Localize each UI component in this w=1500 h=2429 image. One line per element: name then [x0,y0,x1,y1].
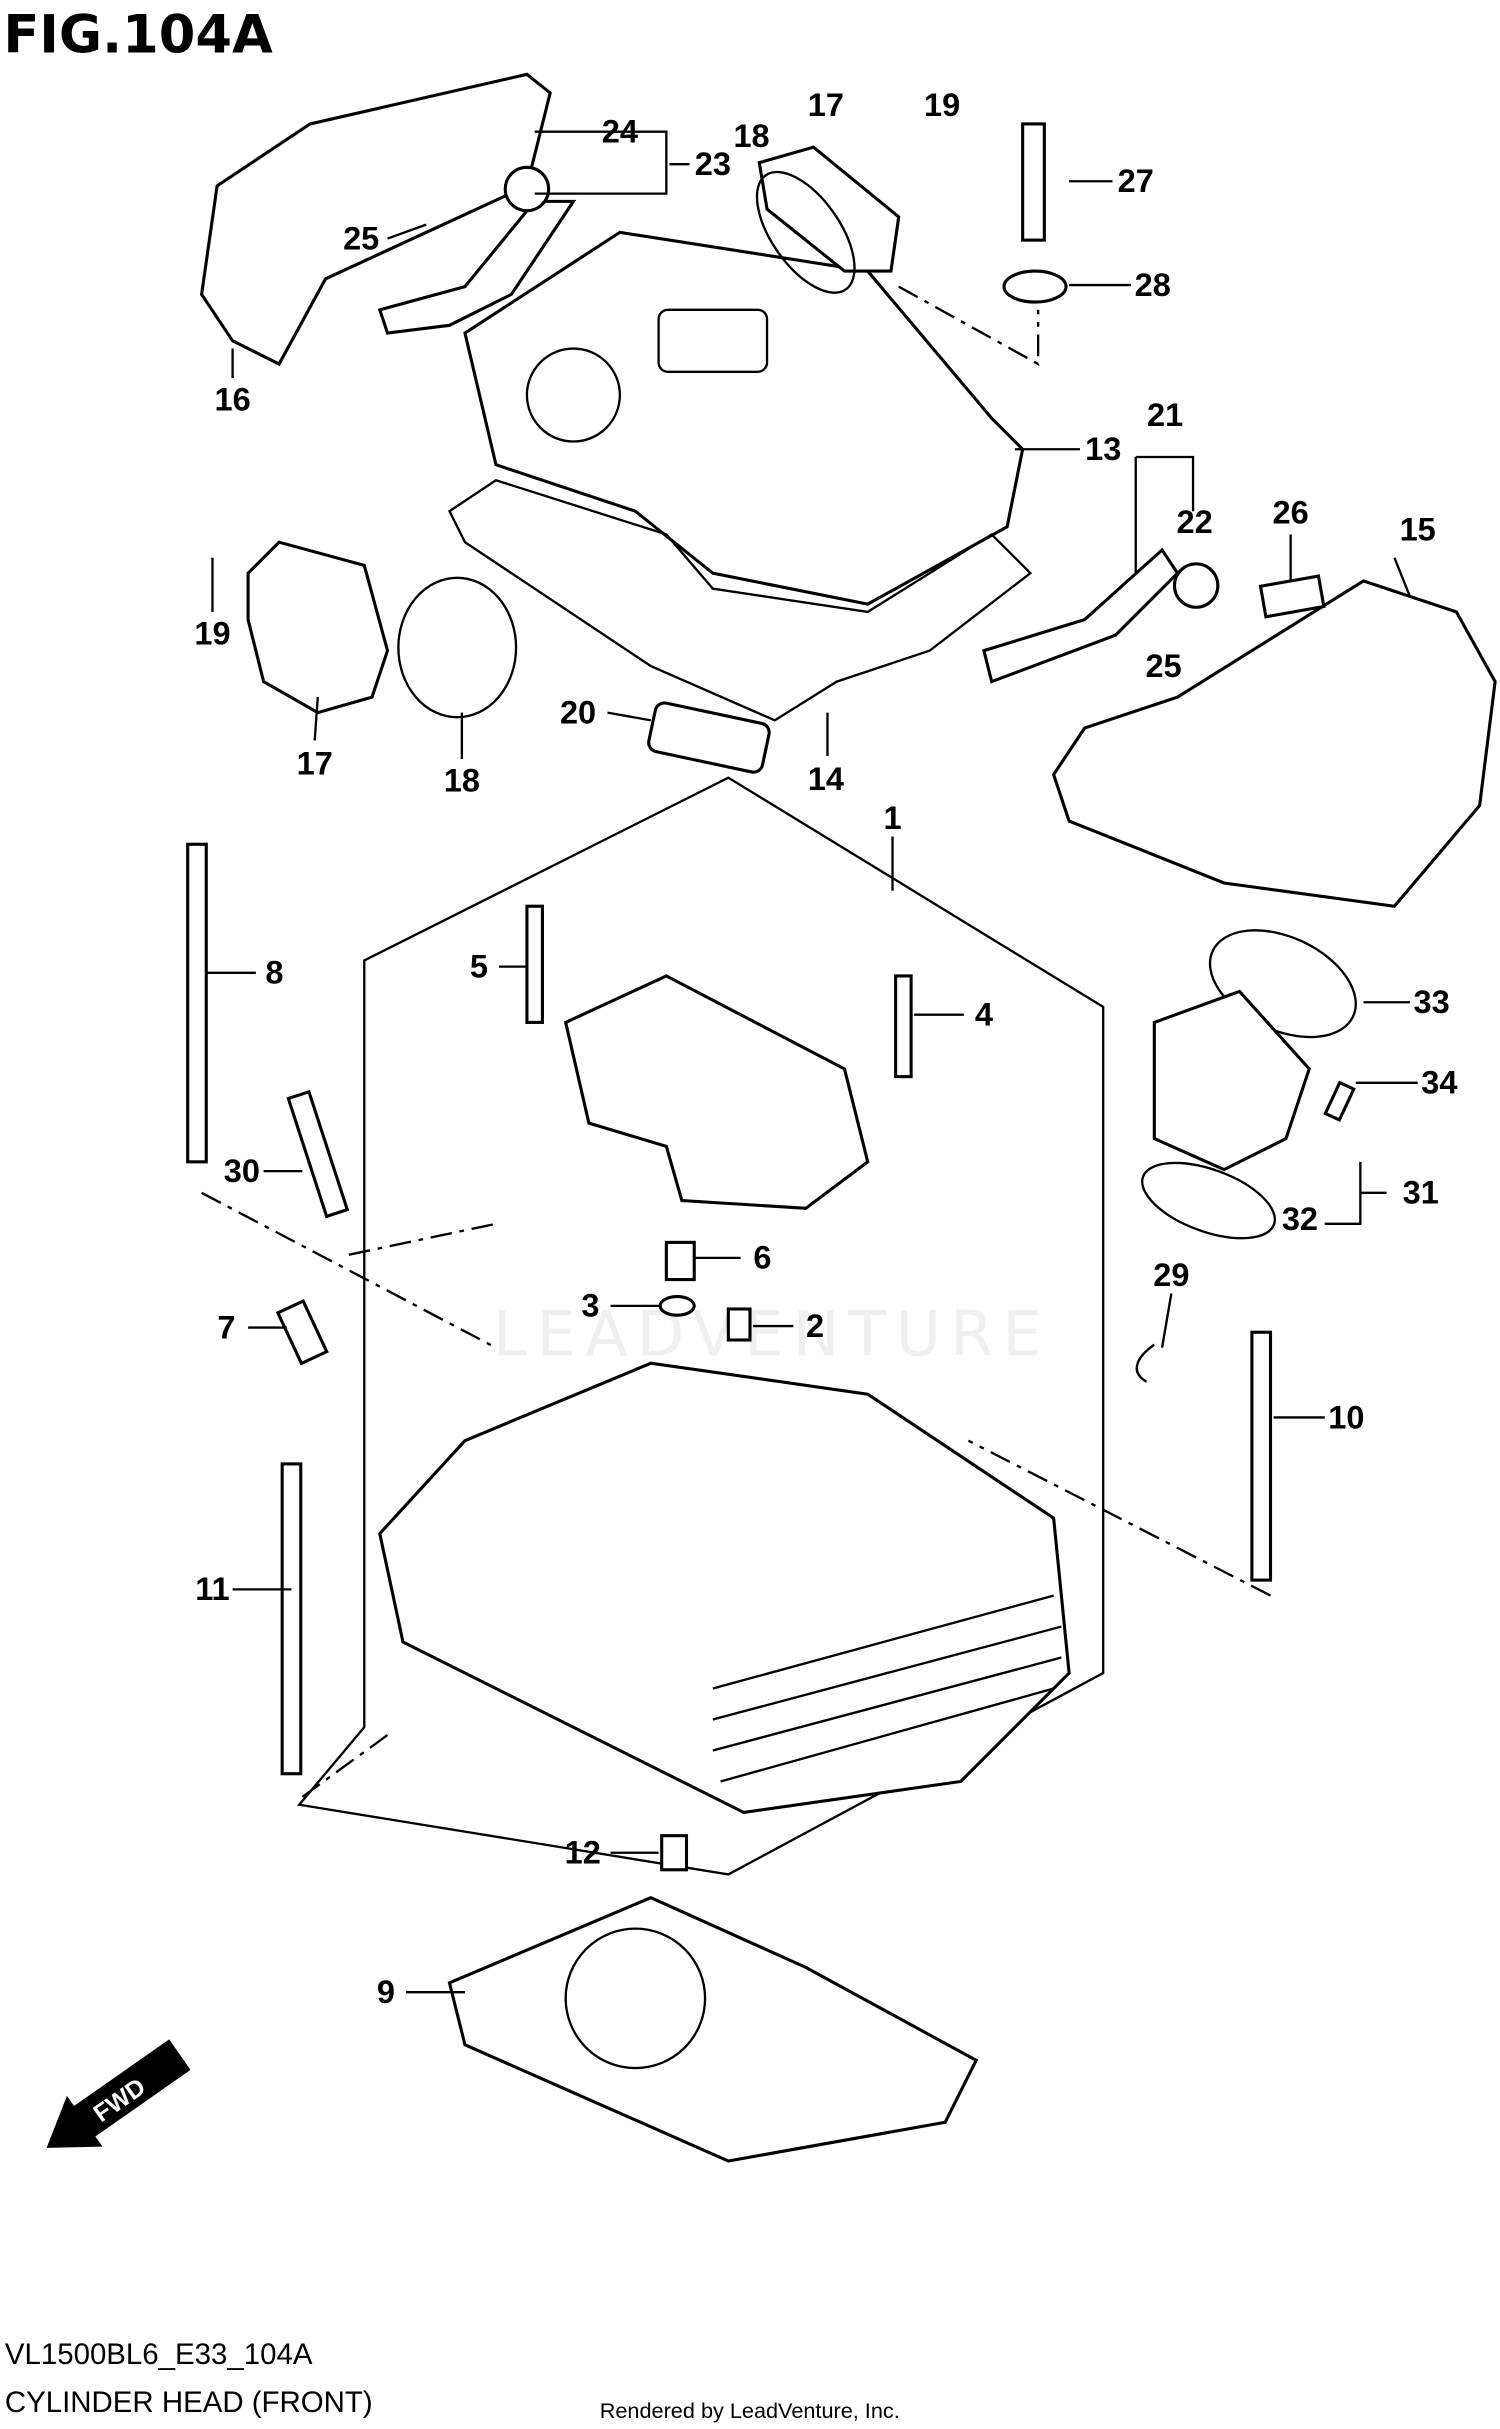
figure-title: FIG.104A [3,5,273,66]
part-9-bore [564,1927,707,2070]
callout-11: 11 [195,1571,229,1607]
credit-text: Rendered by LeadVenture, Inc. [600,2398,900,2423]
callout-25b: 25 [1146,648,1182,684]
part-16-side-cover [199,72,552,367]
part-18-oring-left [397,576,518,719]
part-13-port [525,347,622,443]
callout-19b: 19 [194,615,230,651]
callout-1: 1 [883,800,901,836]
callout-27: 27 [1118,163,1154,199]
figure-code: VL1500BL6_E33_104A [5,2338,313,2371]
callout-9: 9 [377,1974,395,2010]
part-17-cap-top [757,145,901,273]
part-11-bolt [280,1462,303,1776]
callout-34: 34 [1421,1065,1457,1101]
callout-32: 32 [1282,1201,1318,1237]
callout-10: 10 [1328,1399,1364,1435]
callout-17: 17 [808,87,844,123]
callout-26: 26 [1273,495,1309,531]
callout-14: 14 [808,761,844,797]
part-5-bolt [525,904,544,1024]
part-15-side-cover [1051,579,1497,908]
callout-18: 18 [733,118,769,154]
callout-24: 24 [602,114,638,150]
part-17-cap-left [246,540,390,715]
callout-15: 15 [1400,512,1436,548]
part-10-bolt [1250,1330,1273,1582]
callout-16: 16 [215,382,251,418]
callout-23: 23 [695,146,731,182]
part-14-gasket [447,478,1033,722]
part-24-grommet [503,165,551,213]
callout-7: 7 [217,1309,235,1345]
callout-6: 6 [753,1240,771,1276]
part-13-head-cover [463,230,1025,606]
callout-2: 2 [806,1308,824,1344]
part-7-insert [275,1299,329,1366]
part-23-bracket [377,199,577,335]
callout-12: 12 [565,1835,601,1871]
part-6-dowel [664,1240,696,1282]
callout-33: 33 [1414,984,1450,1020]
callout-21: 21 [1147,397,1183,433]
part-28-washer [1002,269,1068,304]
part-20-seal [647,701,771,774]
callout-4: 4 [975,997,993,1033]
figure-caption: CYLINDER HEAD (FRONT) [5,2386,373,2419]
leader-lines [201,130,1418,1994]
cooling-fins [712,1594,1062,1783]
part-3-oring [658,1295,696,1317]
part-26-pad [1258,574,1326,619]
part-8-bolt [186,842,208,1164]
callout-3: 3 [581,1288,599,1324]
watermark: LEADVENTURE [493,1297,1051,1370]
part-4-bolt [894,974,913,1079]
cam-holder [563,974,870,1210]
part-13-window [657,308,769,373]
part-31-intake-pipe [1152,989,1311,1172]
callout-22: 22 [1177,504,1213,540]
part-22-grommet [1172,562,1220,609]
callout-25: 25 [343,220,379,256]
part-32-oring [1141,1161,1277,1240]
callout-17b: 17 [297,746,333,782]
callout-28: 28 [1135,267,1171,303]
callout-30: 30 [224,1153,260,1189]
part-9-head-gasket [447,1895,979,2163]
callout-19: 19 [924,87,960,123]
part-12-dowel [660,1834,689,1872]
part-27-bolt [1021,122,1046,242]
part-1-cylinder-head [378,1361,1071,1815]
callout-31: 31 [1403,1175,1439,1211]
callout-29: 29 [1153,1257,1189,1293]
callout-labels: 24 23 18 17 19 27 28 25 16 13 21 22 26 1… [194,87,1457,2010]
callout-8: 8 [265,955,283,991]
part-29-clip [1135,1343,1155,1383]
part-30-spark-plug [286,1089,350,1219]
callout-20: 20 [560,694,596,730]
callout-13: 13 [1085,431,1121,467]
fwd-arrow-icon: FWD [46,2039,191,2148]
callout-5: 5 [470,948,488,984]
part-18-oring-top [755,170,856,294]
callout-18b: 18 [444,763,480,799]
part-2-dowel [726,1307,752,1342]
part-34-screw [1323,1080,1356,1123]
